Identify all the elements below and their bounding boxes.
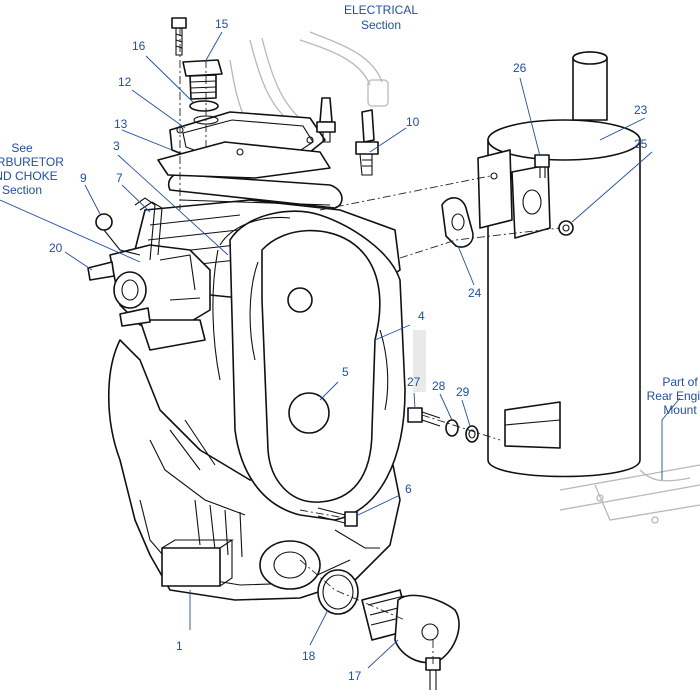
callout-18: 18 [302, 649, 316, 663]
callout-5: 5 [342, 365, 349, 379]
callout-23: 23 [634, 103, 648, 117]
valve-cover [157, 111, 331, 179]
callout-20: 20 [49, 241, 63, 255]
cover-bolt [317, 507, 358, 527]
callout-labels: 1 3 4 5 6 7 9 10 12 13 15 16 17 18 20 23… [49, 17, 648, 683]
callout-29: 29 [456, 385, 470, 399]
callout-9: 9 [80, 171, 87, 185]
assembly-lines [179, 28, 561, 665]
head-bolt [171, 17, 187, 56]
callout-15: 15 [215, 17, 229, 31]
callout-1: 1 [176, 639, 183, 653]
rear-engine-mount [559, 464, 700, 524]
timing-cover [229, 210, 406, 521]
carburetor-note-line-1: See [11, 141, 33, 155]
callout-4: 4 [418, 309, 425, 323]
callout-26: 26 [513, 61, 527, 75]
callout-10: 10 [406, 115, 420, 129]
rear-mount-note-line-2: Rear Engine [647, 389, 700, 403]
callout-16: 16 [132, 39, 146, 53]
callout-12: 12 [118, 75, 132, 89]
spark-plug [316, 97, 379, 176]
oil-pickup [317, 569, 460, 690]
rear-mount-note: Part of Rear Engine Mount [647, 375, 700, 417]
carburetor-note-line-2: CARBURETOR [0, 155, 64, 169]
callout-17: 17 [348, 669, 362, 683]
callout-6: 6 [405, 482, 412, 496]
callout-28: 28 [432, 379, 446, 393]
carburetor [87, 244, 211, 351]
electrical-note-line-2: Section [361, 18, 401, 32]
callout-24: 24 [468, 286, 482, 300]
rear-mount-note-line-3: Mount [663, 403, 697, 417]
muffler-bolt [534, 154, 574, 236]
muffler [477, 51, 641, 478]
oil-fill-cap [182, 59, 223, 125]
callout-7: 7 [116, 171, 123, 185]
leader-lines [0, 31, 681, 669]
callout-27: 27 [407, 375, 421, 389]
bracket-bolt [407, 407, 479, 443]
callout-25: 25 [634, 137, 648, 151]
exhaust-gasket [441, 197, 474, 248]
carburetor-note-line-3: AND CHOKE [0, 169, 58, 183]
carburetor-note-line-4: Section [2, 183, 42, 197]
carburetor-note: See CARBURETOR AND CHOKE Section [0, 141, 64, 197]
callout-3: 3 [113, 139, 120, 153]
electrical-note: ELECTRICAL Section [344, 3, 418, 32]
rear-mount-note-line-1: Part of [662, 375, 698, 389]
electrical-note-line-1: ELECTRICAL [344, 3, 418, 17]
throttle-linkage [95, 197, 156, 261]
head-gasket [139, 201, 291, 381]
callout-13: 13 [114, 117, 128, 131]
